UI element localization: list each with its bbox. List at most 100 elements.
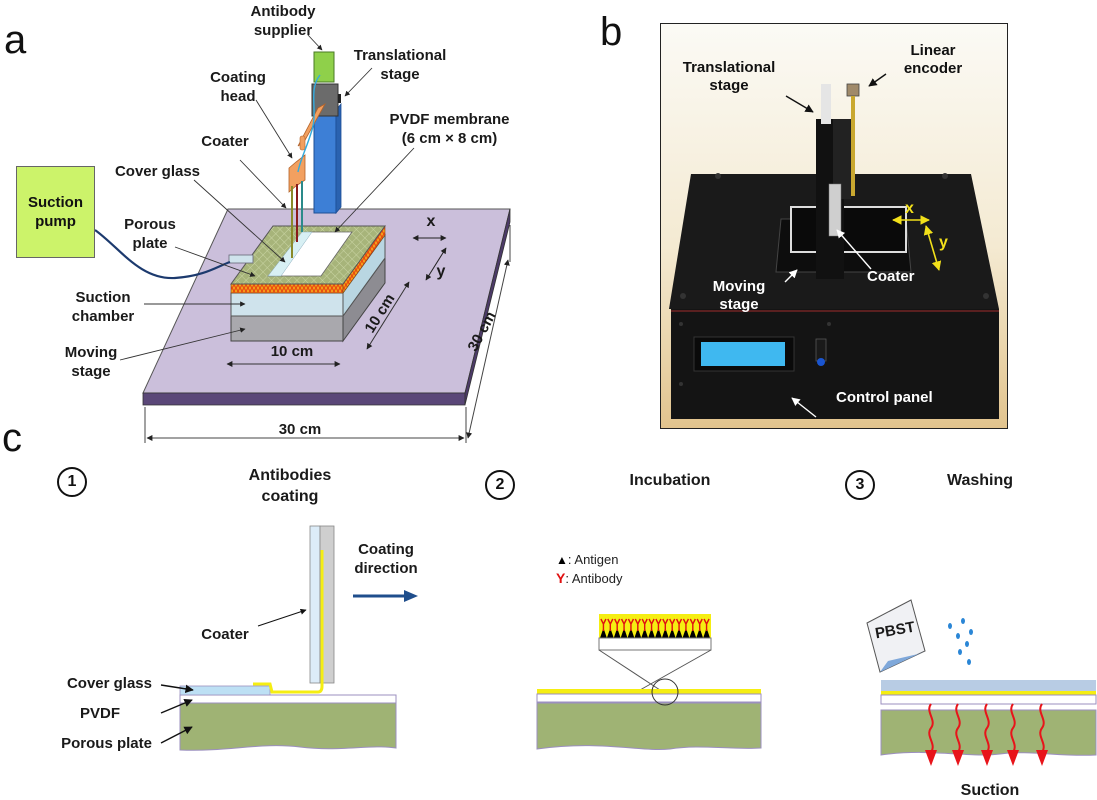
leader-moving-stage [119, 327, 246, 361]
antibody-mark [600, 618, 607, 631]
step1-label-cover-glass: Cover glass [66, 675, 152, 692]
antibody-mark [682, 618, 690, 631]
step2-legend: ▲: Antigen Y: Antibody [556, 551, 622, 588]
label-coating-head: Coating head [203, 68, 273, 106]
suction-arrow [1010, 703, 1016, 753]
step1-leader-pvdf [160, 699, 193, 714]
label-antibody-supplier: Antibody supplier [238, 2, 328, 40]
carriage-knob [338, 94, 341, 103]
label-moving-stage-a-line2: stage [71, 363, 111, 380]
antigen-mark [689, 628, 697, 638]
step2-antibody-layer [537, 689, 761, 694]
dimension-stage-width: 10 cm [270, 343, 314, 360]
antibody-mark [703, 618, 710, 631]
photo-leader-coater [836, 229, 872, 270]
label-cover-glass-a: Cover glass [114, 163, 201, 180]
lcd-screen [701, 342, 785, 366]
label-pvdf-membrane-line2: (6 cm × 8 cm) [401, 130, 498, 147]
antibody-mark [662, 618, 669, 631]
step-1-title-line1: Antibodies [248, 467, 332, 484]
photo-column-2 [833, 119, 851, 199]
photo-leader-control-panel [791, 397, 817, 418]
antibody-label: : Antibody [565, 571, 623, 586]
antibody-mark [648, 618, 655, 631]
label-pvdf-membrane: PVDF membrane (6 cm × 8 cm) [382, 110, 517, 148]
antibody-mark [696, 618, 703, 631]
step-1-title: Antibodies coating [230, 465, 350, 507]
photo-encoder-rod [851, 96, 855, 196]
step2-magnifier-circle [651, 678, 679, 706]
label-suction-chamber-line1: Suction [75, 289, 131, 306]
step3-label-suction: Suction [960, 782, 1020, 799]
suction-arrow [928, 703, 934, 753]
label-porous-plate-line2: plate [132, 235, 168, 252]
leader-coater [239, 159, 287, 209]
suction-arrowhead [952, 750, 964, 766]
step2-zoom-line-left [598, 649, 661, 691]
photo-label-moving-stage-line1: Moving [712, 278, 766, 295]
photo-coater [828, 183, 842, 237]
panel-a-letter: a [4, 18, 27, 62]
antigen-mark [696, 628, 704, 638]
antigen-mark [627, 628, 635, 638]
device-photo: Translational stage Linear encoder x y M… [660, 23, 1008, 429]
antigen-mark [634, 628, 642, 638]
photo-label-moving-stage: Moving stage [699, 278, 779, 314]
antigen-mark [661, 628, 669, 638]
dimension-base-width: 30 cm [278, 421, 322, 438]
antibody-supplier-box [313, 51, 335, 83]
coating-head-joint [299, 135, 306, 151]
leader-translational-stage [344, 67, 373, 97]
label-pvdf-membrane-line1: PVDF membrane [389, 111, 510, 128]
photo-label-linear-encoder-line2: encoder [903, 60, 963, 77]
antigen-mark [613, 628, 621, 638]
antibody-symbol: Y [556, 570, 566, 586]
suction-arrowhead [1036, 750, 1048, 766]
step-3-diagram [866, 599, 1097, 766]
suction-arrow [1039, 703, 1045, 753]
suction-arrow [984, 703, 990, 753]
label-moving-stage-a: Moving stage [55, 343, 127, 381]
label-coater-a: Coater [201, 133, 249, 150]
leader-cover-glass [193, 179, 286, 263]
label-axis-y-a: y [436, 263, 446, 280]
step1-coater-glass [309, 525, 321, 684]
antibody-mark [689, 618, 696, 631]
antigen-mark [600, 628, 607, 638]
photo-label-axis-y: y [939, 234, 948, 251]
antibody-mark [634, 618, 641, 631]
label-translational-stage-a-line1: Translational [353, 47, 447, 64]
step1-direction-arrowhead [404, 590, 418, 602]
step1-label-pvdf: PVDF [79, 705, 120, 722]
leader-porous-plate [174, 246, 256, 277]
step-2-title: Incubation [629, 472, 711, 489]
pbst-liquid [880, 651, 925, 672]
step-2-diagram [536, 614, 762, 750]
antibody-mark [675, 618, 683, 631]
photo-y-axis-arrow [923, 225, 942, 271]
step3-pvdf [880, 694, 1097, 705]
photo-label-control-panel: Control panel [836, 389, 933, 406]
wash-droplets [948, 618, 973, 665]
antigen-mark [648, 628, 655, 638]
step3-wash-layer [881, 680, 1096, 691]
photo-label-linear-encoder-line1: Linear [910, 42, 956, 59]
antigen-mark [620, 628, 628, 638]
antibody-mark [607, 618, 614, 631]
suction-tube [94, 229, 231, 280]
step1-porous-plate [179, 702, 397, 751]
antigen-mark [682, 628, 690, 638]
antigen-row [600, 618, 710, 638]
label-porous-plate-line1: Porous [124, 216, 176, 233]
suction-arrow [955, 703, 961, 753]
leader-antibody-supplier [307, 34, 323, 51]
suction-arrowhead [981, 750, 993, 766]
step-1-number: 1 [57, 467, 87, 497]
tube-connector [228, 254, 254, 264]
suction-arrows [925, 703, 1048, 766]
label-suction-chamber-line2: chamber [71, 308, 135, 325]
step1-cover-glass [179, 685, 271, 696]
photo-porous-plate [790, 206, 907, 253]
label-axis-x-a: x [426, 213, 436, 230]
label-moving-stage-a-line1: Moving [64, 344, 118, 361]
